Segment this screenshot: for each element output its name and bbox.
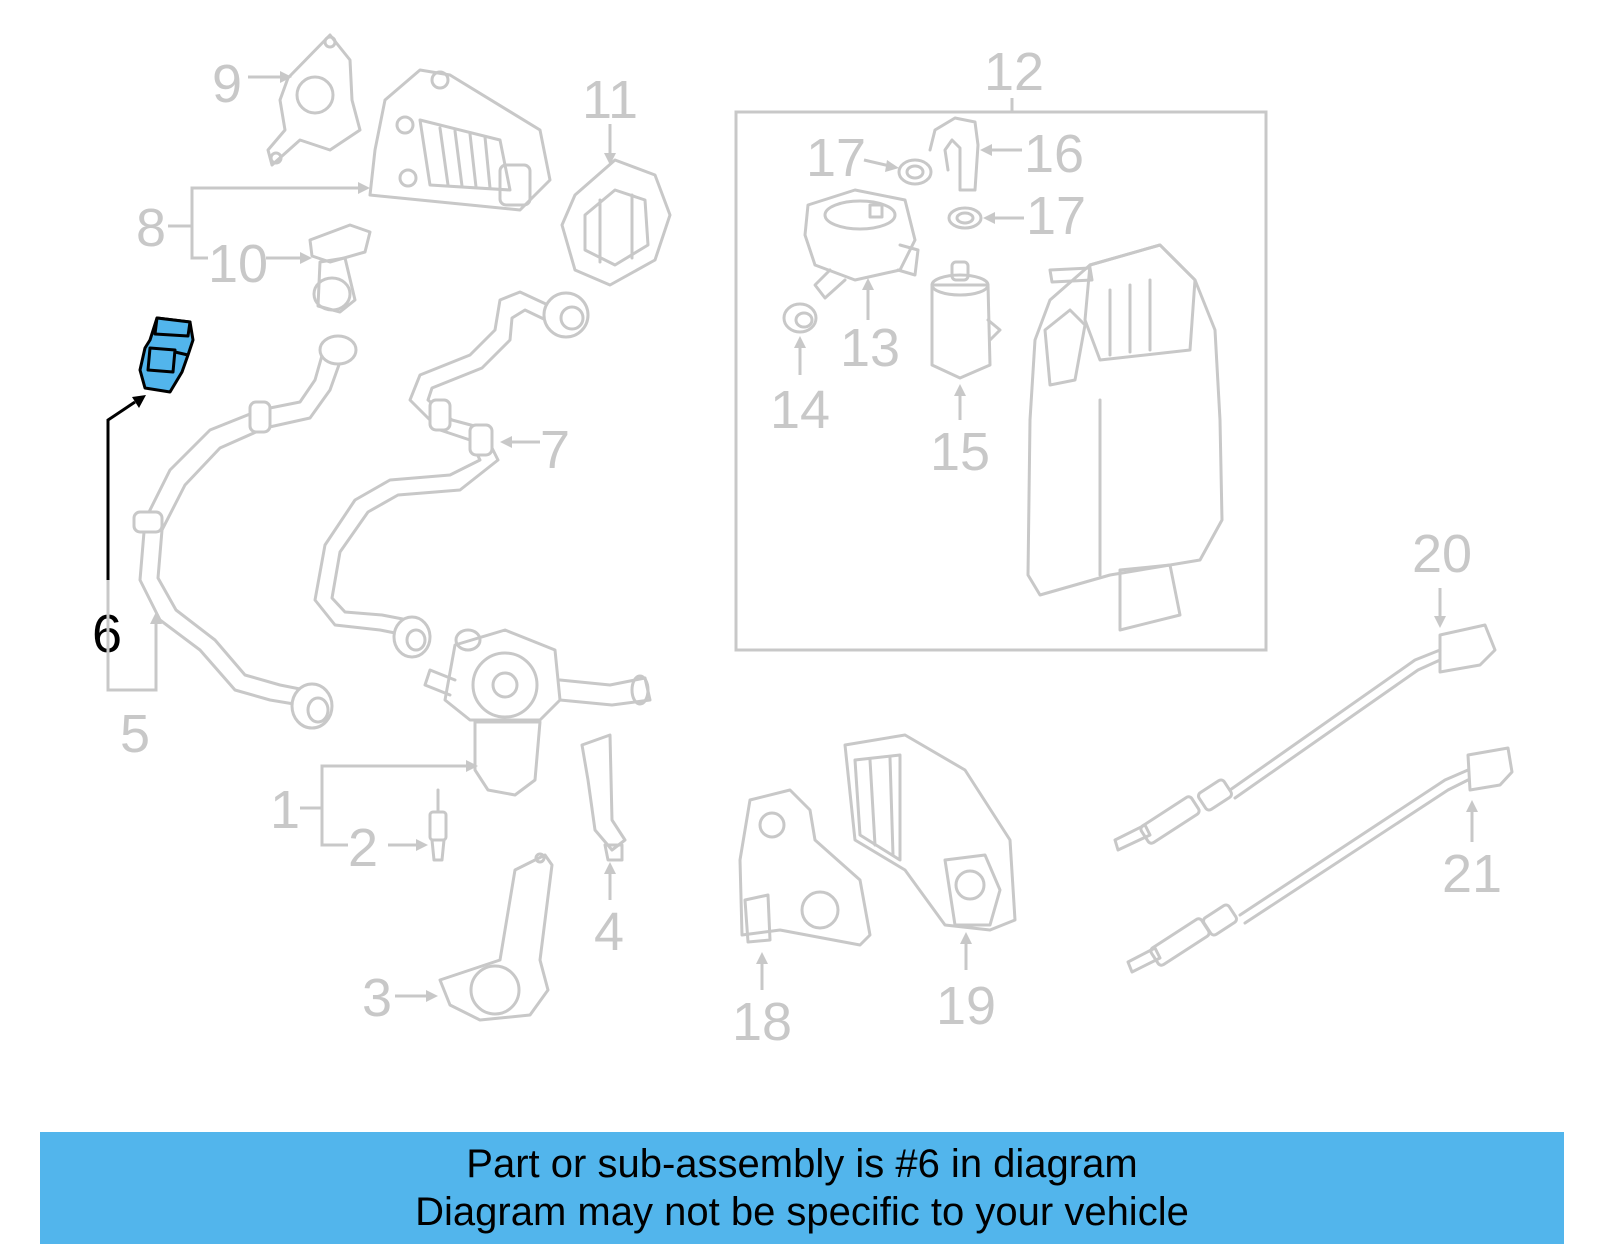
leader-17b <box>983 212 1024 224</box>
leader-20 <box>1434 588 1446 628</box>
leader-3 <box>395 990 438 1002</box>
part-20-sensor <box>1113 623 1497 852</box>
leader-21 <box>1466 800 1478 842</box>
leader-4 <box>604 862 616 900</box>
callout-9: 9 <box>212 54 242 114</box>
part-8-valve <box>368 68 552 212</box>
part-6-highlighted <box>138 316 195 394</box>
part-10-fitting <box>308 223 372 314</box>
part-14-oring <box>782 302 818 334</box>
leader-1 <box>300 760 478 847</box>
callout-21: 21 <box>1442 844 1502 904</box>
leader-8 <box>168 182 370 260</box>
callout-19: 19 <box>936 976 996 1036</box>
callout-16: 16 <box>1024 124 1084 184</box>
part-2-stud <box>428 788 448 862</box>
part-16-hose <box>928 116 980 192</box>
callout-11: 11 <box>582 70 638 130</box>
leader-10 <box>266 252 312 264</box>
callout-5: 5 <box>120 704 150 764</box>
leader-5 <box>106 580 162 692</box>
callout-7: 7 <box>540 420 570 480</box>
callout-18: 18 <box>732 992 792 1052</box>
leader-18 <box>756 952 768 990</box>
callout-10: 10 <box>208 234 268 294</box>
callout-3: 3 <box>362 968 392 1028</box>
leader-16 <box>980 144 1022 156</box>
info-banner: Part or sub-assembly is #6 in diagram Di… <box>40 1132 1564 1244</box>
callout-15: 15 <box>930 422 990 482</box>
callout-17b: 17 <box>1026 186 1086 246</box>
leader-15 <box>954 384 966 420</box>
leader-14 <box>794 336 806 375</box>
part-1-pump <box>423 628 652 797</box>
part-12-canister <box>1026 243 1224 632</box>
part-5-hose <box>132 334 358 730</box>
part-3-bracket <box>438 852 554 1022</box>
leader-7 <box>500 436 540 448</box>
leader-17a <box>863 158 899 172</box>
callout-17a: 17 <box>806 128 866 188</box>
callout-20: 20 <box>1412 524 1472 584</box>
part-7-hose <box>313 290 590 659</box>
part-4-bracket <box>580 733 627 862</box>
part-9-gasket <box>266 33 362 167</box>
part-21-sensor <box>1126 746 1514 974</box>
callout-12: 12 <box>984 42 1044 102</box>
callout-13: 13 <box>840 318 900 378</box>
part-11-cover <box>560 158 672 287</box>
callout-14: 14 <box>770 380 830 440</box>
leader-13 <box>862 278 874 320</box>
leader-9 <box>248 71 292 83</box>
callout-4: 4 <box>594 902 624 962</box>
callout-2: 2 <box>348 818 378 878</box>
banner-line-part: Part or sub-assembly is #6 in diagram <box>466 1142 1138 1186</box>
banner-line-disclaimer: Diagram may not be specific to your vehi… <box>415 1190 1189 1234</box>
callout-8: 8 <box>136 198 166 258</box>
leader-6 <box>106 395 146 580</box>
part-15-filter <box>930 260 1002 380</box>
leader-2 <box>388 839 428 851</box>
leader-19 <box>960 932 972 970</box>
leader-11 <box>604 124 616 165</box>
part-18-bracket <box>738 788 872 947</box>
part-17-clamp-right <box>947 206 983 230</box>
part-17-clamp-top <box>897 158 933 186</box>
part-13-valve <box>803 188 920 300</box>
part-19-cover <box>843 733 1017 932</box>
sub-assembly-box-12 <box>734 110 1268 652</box>
callout-1: 1 <box>270 780 300 840</box>
